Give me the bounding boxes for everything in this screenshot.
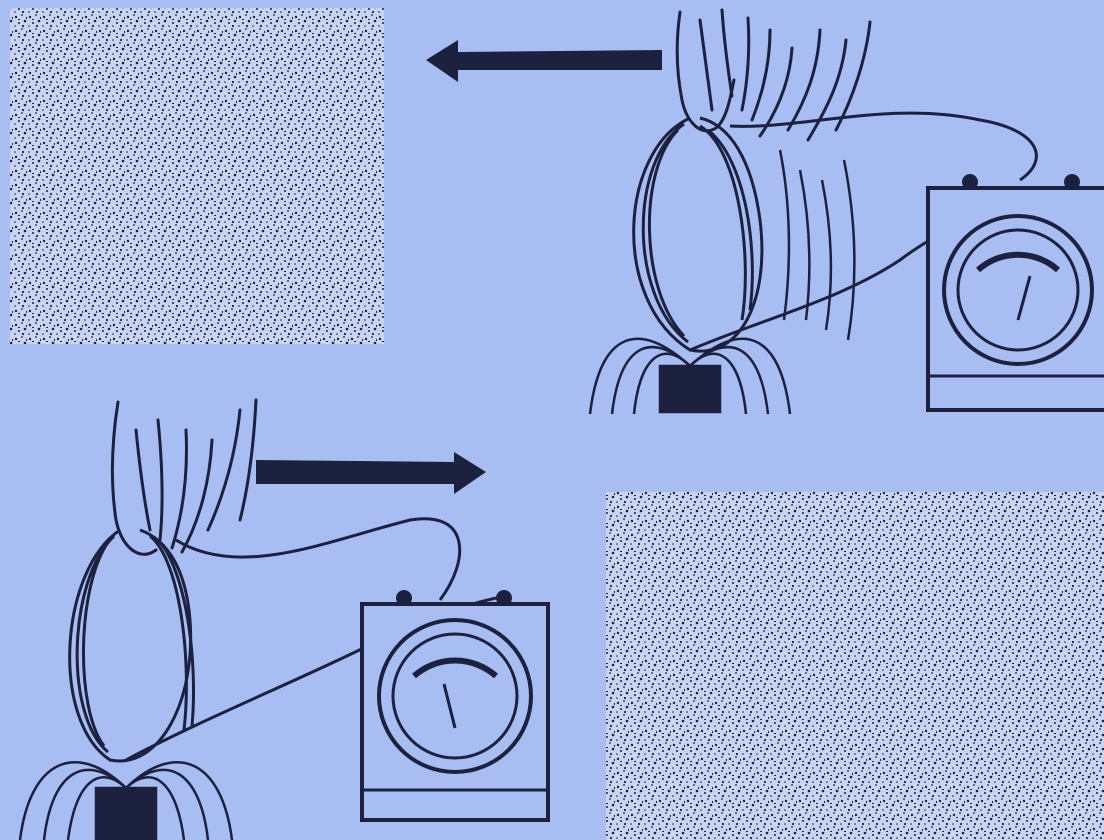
speckle-block-bottom-right <box>606 492 1104 840</box>
magnet-icon <box>20 762 232 840</box>
hand-icon <box>112 400 256 554</box>
speckle-block-top-left <box>10 8 384 344</box>
bottom-panel <box>20 400 548 840</box>
top-panel <box>426 10 1104 414</box>
arrow-left-icon <box>426 40 662 82</box>
coil-icon <box>634 118 762 351</box>
coil-icon <box>70 530 194 761</box>
galvanometer-icon <box>928 174 1104 410</box>
galvanometer-icon <box>362 590 548 820</box>
arrow-right-icon <box>256 452 486 494</box>
